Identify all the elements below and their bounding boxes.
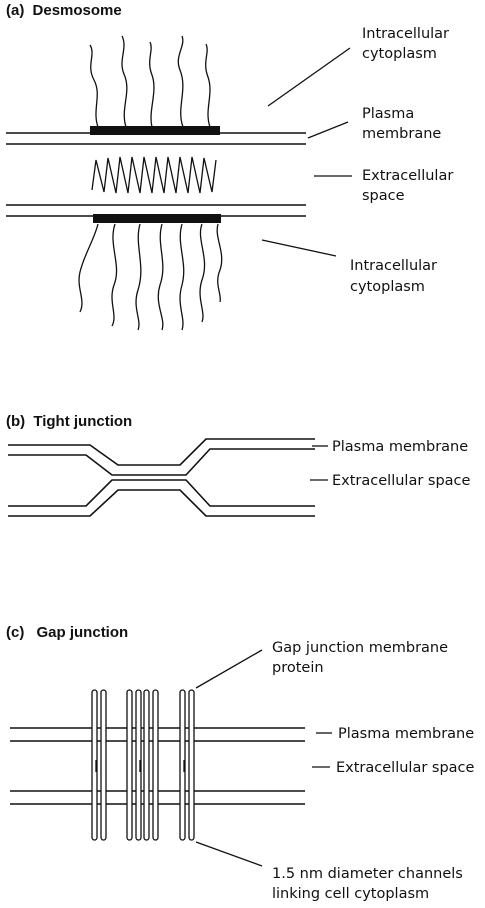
- connexon-rod: [91, 689, 98, 841]
- tight-lower-membrane-inner: [8, 479, 315, 507]
- panel-c: (c) Gap junction G: [6, 624, 475, 902]
- label-gap-protein-line1: Gap junction membrane: [272, 640, 448, 656]
- connexon-rod: [188, 689, 195, 841]
- label-gap-protein-line2: protein: [272, 660, 324, 676]
- label-gap-plasma-membrane: Plasma membrane: [338, 726, 474, 742]
- panel-c-tag: (c): [6, 624, 24, 641]
- label-tight-extracellular-space: Extracellular space: [332, 473, 471, 489]
- cadherin-zigzag: [91, 156, 217, 194]
- tight-upper-membrane-outer: [8, 438, 315, 466]
- filament: [205, 43, 211, 128]
- label-plasma-line1: Plasma: [362, 106, 414, 122]
- filament: [111, 223, 118, 327]
- leader-gap-protein: [195, 649, 263, 689]
- leader-intracellular-bottom: [261, 239, 337, 257]
- connexon-rod: [143, 689, 150, 841]
- panel-a-name: Desmosome: [33, 2, 122, 19]
- leader-intracellular-top: [267, 47, 351, 107]
- panel-b-tag: (b): [6, 413, 25, 430]
- label-extracellular-line1: Extracellular: [362, 168, 453, 184]
- label-intracellular-top-line2: cytoplasm: [362, 46, 437, 62]
- panel-b: (b) Tight junction Plasma membrane Extra…: [6, 413, 471, 517]
- panel-a: (a) Desmosome: [6, 2, 453, 331]
- leader-plasma-membrane: [307, 121, 349, 139]
- filament: [149, 41, 155, 128]
- connexon-rod: [152, 689, 159, 841]
- lower-desmosome-plaque: [93, 214, 221, 223]
- filament: [179, 223, 185, 331]
- label-gap-extracellular-space: Extracellular space: [336, 760, 475, 776]
- connexon-rod: [135, 689, 142, 841]
- label-intracellular-bottom-line2: cytoplasm: [350, 279, 425, 295]
- panel-b-name: Tight junction: [33, 413, 132, 430]
- channel-junction-ticks: [95, 760, 185, 772]
- upper-desmosome-plaque: [90, 126, 220, 135]
- tight-upper-membrane-inner: [8, 448, 315, 476]
- connexon-rod: [179, 689, 186, 841]
- panel-a-tag: (a): [6, 2, 24, 19]
- filament: [135, 223, 142, 331]
- filament: [121, 35, 128, 128]
- panel-a-title: (a) Desmosome: [6, 2, 122, 19]
- label-intracellular-top-line1: Intracellular: [362, 26, 449, 42]
- filament: [78, 223, 99, 313]
- connexon-channels: [91, 689, 195, 841]
- label-extracellular-line2: space: [362, 188, 405, 204]
- connexon-rod: [100, 689, 107, 841]
- filament: [157, 223, 164, 331]
- extracellular-linker-strands: [91, 156, 217, 194]
- tight-lower-membrane-outer: [8, 489, 315, 517]
- upper-cytoskeletal-filaments: [89, 35, 211, 128]
- label-gap-channels-line2: linking cell cytoplasm: [272, 886, 429, 902]
- filament: [199, 223, 206, 323]
- label-plasma-line2: membrane: [362, 126, 441, 142]
- label-tight-plasma-membrane: Plasma membrane: [332, 439, 468, 455]
- panel-b-title: (b) Tight junction: [6, 413, 132, 430]
- connexon-rod: [126, 689, 133, 841]
- lower-cytoskeletal-filaments: [78, 223, 223, 331]
- filament: [89, 44, 99, 128]
- panel-c-title: (c) Gap junction: [6, 624, 128, 641]
- filament: [216, 223, 223, 303]
- filament: [177, 35, 184, 128]
- leader-gap-channels: [195, 841, 263, 867]
- panel-c-name: Gap junction: [37, 624, 129, 641]
- label-intracellular-bottom-line1: Intracellular: [350, 258, 437, 274]
- label-gap-channels-line1: 1.5 nm diameter channels: [272, 866, 463, 882]
